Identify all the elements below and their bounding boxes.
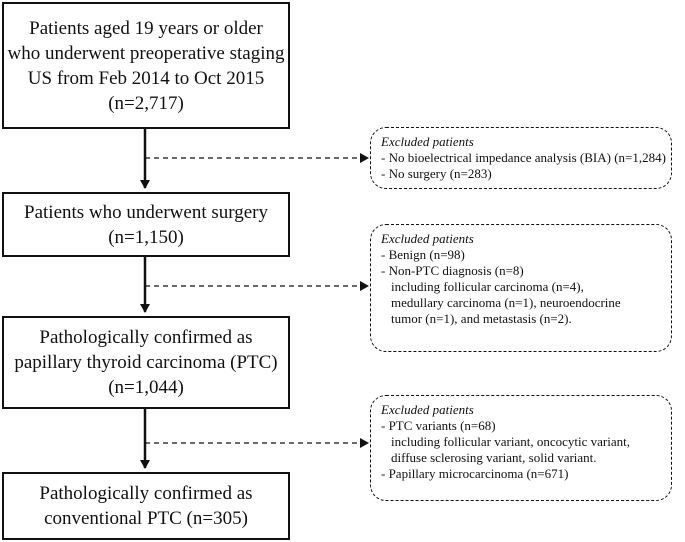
exclusion-line: - No surgery (n=283) [381,166,492,181]
box-initial-patients: Patients aged 19 years or older who unde… [2,2,290,129]
exclusion-subline: including follicular variant, oncocytic … [391,434,630,449]
exclusion-line: - Papillary microcarcinoma (n=671) [381,466,569,481]
box-ptc-confirmed: Pathologically confirmed as papillary th… [2,316,290,409]
box-line: Pathologically confirmed as [39,327,253,348]
exclusion-line: - PTC variants (n=68) [381,418,496,433]
box-line: Patients aged 19 years or older [29,17,263,39]
box-line: conventional PTC (n=305) [44,508,248,529]
exclusion-line: - No bioelectrical impedance analysis (B… [381,150,666,165]
exclusion-title: Excluded patients [381,134,474,149]
box-line: Pathologically confirmed as [39,483,253,504]
exclusion-subline: diffuse sclerosing variant, solid varian… [391,450,597,465]
exclusion-subline: tumor (n=1), and metastasis (n=2). [391,311,572,326]
exclusion-subline: medullary carcinoma (n=1), neuroendocrin… [391,295,621,310]
exclusion-line: - Non-PTC diagnosis (n=8) [381,263,524,278]
box-line: (n=1,150) [108,226,184,248]
box-line: (n=1,044) [108,377,184,398]
box-line: US from Feb 2014 to Oct 2015 [27,67,265,89]
box-line: who underwent preoperative staging [7,42,285,64]
exclusion-line: - Benign (n=98) [381,247,465,262]
exclusion-title: Excluded patients [381,231,474,246]
box-line: (n=2,717) [108,92,184,114]
box-conventional-ptc: Pathologically confirmed as conventional… [2,472,290,540]
exclusion-title: Excluded patients [381,402,474,417]
exclusion-box-1: Excluded patients - No bioelectrical imp… [370,127,672,189]
exclusion-subline: including follicular carcinoma (n=4), [391,279,584,294]
exclusion-box-3: Excluded patients - PTC variants (n=68) … [370,395,672,501]
box-surgery: Patients who underwent surgery (n=1,150) [2,192,290,257]
box-line: Patients who underwent surgery [24,201,268,223]
box-line: papillary thyroid carcinoma (PTC) [14,352,278,373]
exclusion-box-2: Excluded patients - Benign (n=98) - Non-… [370,224,672,352]
